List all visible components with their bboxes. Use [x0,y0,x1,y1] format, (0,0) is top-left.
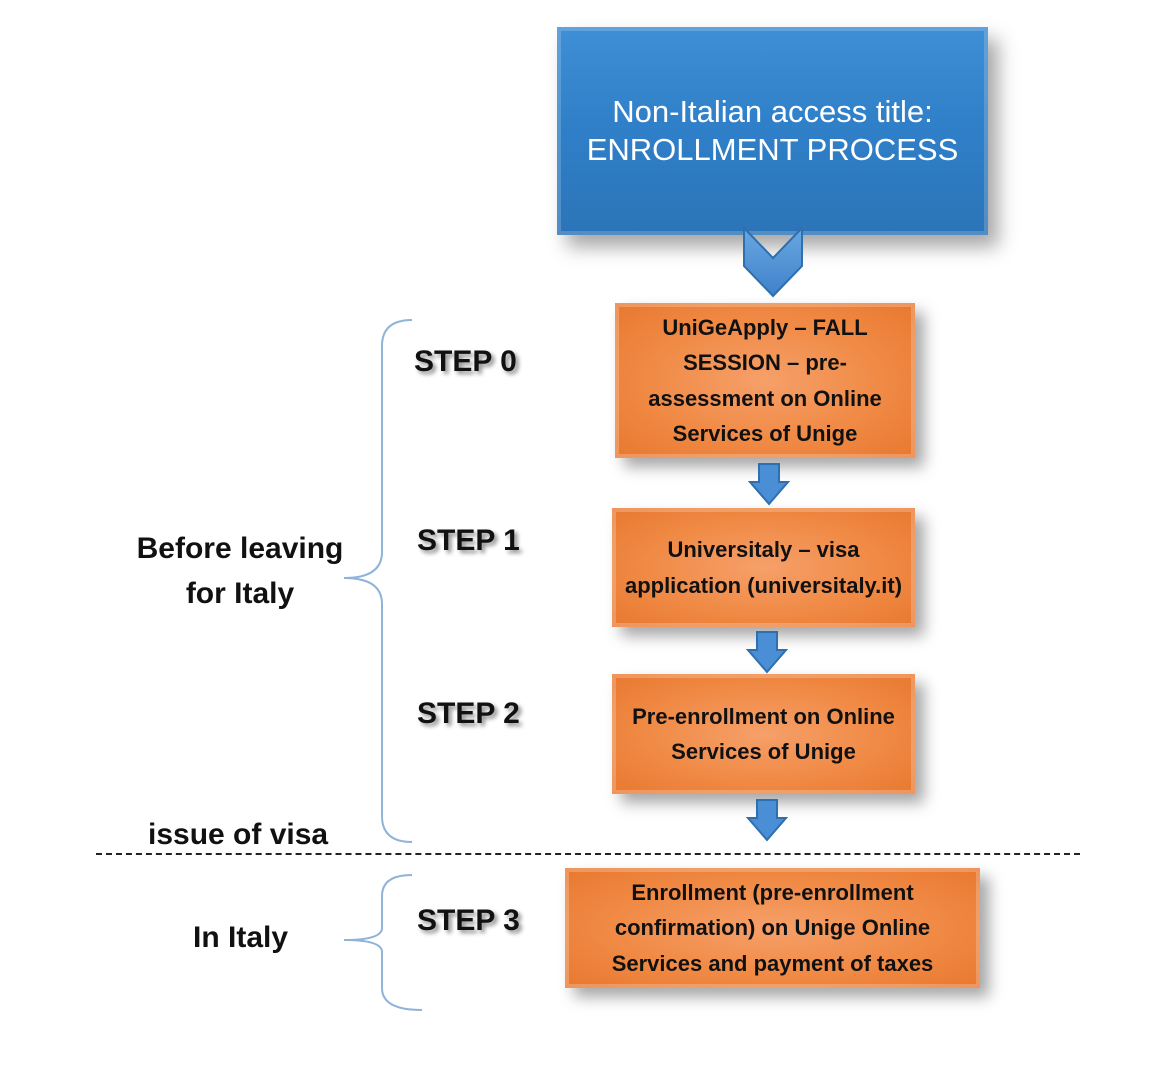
step-2-label: STEP 2 [417,697,520,730]
step-3-box: Enrollment (pre-enrollment confirmation)… [565,868,980,988]
before-leaving-line-2: for Italy [185,577,295,610]
title-line-1: Non-Italian access title: [612,94,933,130]
step-1-label: STEP 1 [417,524,520,557]
arrow-down-icon [748,462,790,506]
arrow-down-icon [746,798,788,842]
chevron-down-icon [742,226,804,298]
visa-issue-label: issue of visa [148,818,329,851]
step-0-label: STEP 0 [414,345,517,378]
arrow-down-icon [746,630,788,674]
divider-line [96,853,1080,855]
title-box: Non-Italian access title: ENROLLMENT PRO… [557,27,988,235]
step-3-label: STEP 3 [417,904,520,937]
step-0-box: UniGeApply – FALL SESSION – pre-assessme… [615,303,915,458]
in-italy-brace [340,872,430,1019]
step-2-box: Pre-enrollment on Online Services of Uni… [612,674,915,794]
before-leaving-line-1: Before leaving [136,532,344,565]
before-leaving-brace [340,316,430,851]
before-leaving-label: Before leaving for Italy [120,526,360,616]
title-line-2: ENROLLMENT PROCESS [586,132,959,167]
step-1-box: Universitaly – visa application (univers… [612,508,915,627]
in-italy-label: In Italy [193,921,289,954]
